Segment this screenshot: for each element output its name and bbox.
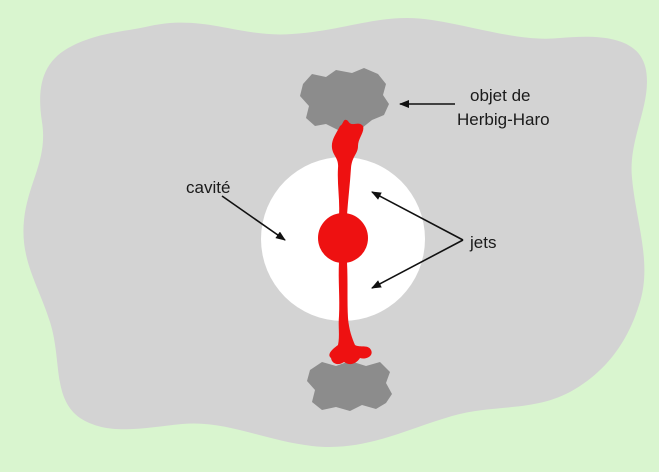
label-herbig-haro-line2: Herbig-Haro (457, 110, 550, 129)
label-cavity: cavité (186, 178, 230, 197)
label-jets: jets (469, 233, 496, 252)
label-herbig-haro-line1: objet de (470, 86, 531, 105)
herbig-haro-object-bottom (307, 361, 392, 411)
protostar (318, 213, 368, 263)
